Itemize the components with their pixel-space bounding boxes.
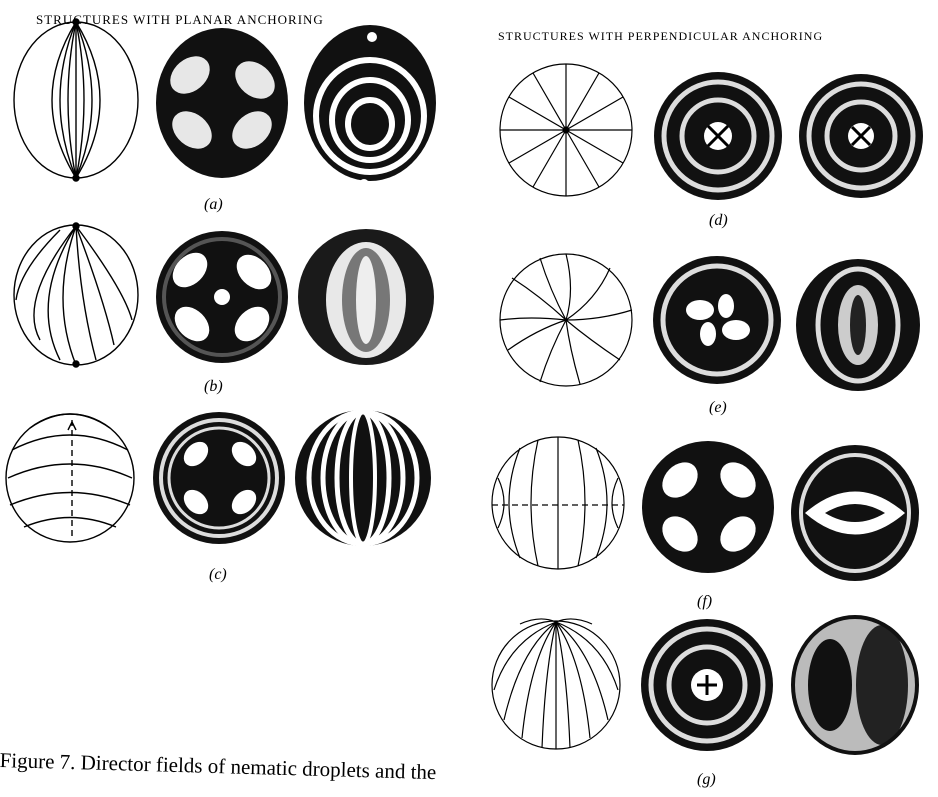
texture-a-1 [156,28,288,178]
texture-c-1 [153,412,285,544]
label-f: (f) [697,593,712,611]
texture-g-2 [793,617,917,753]
diagram-f-axial [492,437,624,569]
diagram-a-bipolar [14,19,138,181]
texture-f-2 [791,445,919,581]
diagram-c [6,414,134,542]
label-e: (e) [709,399,727,417]
label-c: (c) [209,566,227,584]
texture-a-2 [304,25,436,189]
texture-g-1 [641,619,773,751]
diagram-d-radial [500,64,632,196]
diagram-b-twisted-bipolar [14,223,138,367]
label-b: (b) [204,378,223,396]
label-g: (g) [697,771,716,789]
diagram-e-twisted-radial [500,254,632,386]
texture-b-2 [298,229,434,365]
texture-d-2 [799,74,923,198]
label-d: (d) [709,212,728,230]
texture-c-2 [295,410,431,546]
diagram-g [492,619,620,749]
texture-f-1 [642,441,774,573]
texture-e-2 [796,259,920,391]
texture-b-1 [156,231,288,363]
label-a: (a) [204,196,223,214]
texture-e-1 [653,256,781,384]
texture-d-1 [654,72,782,200]
